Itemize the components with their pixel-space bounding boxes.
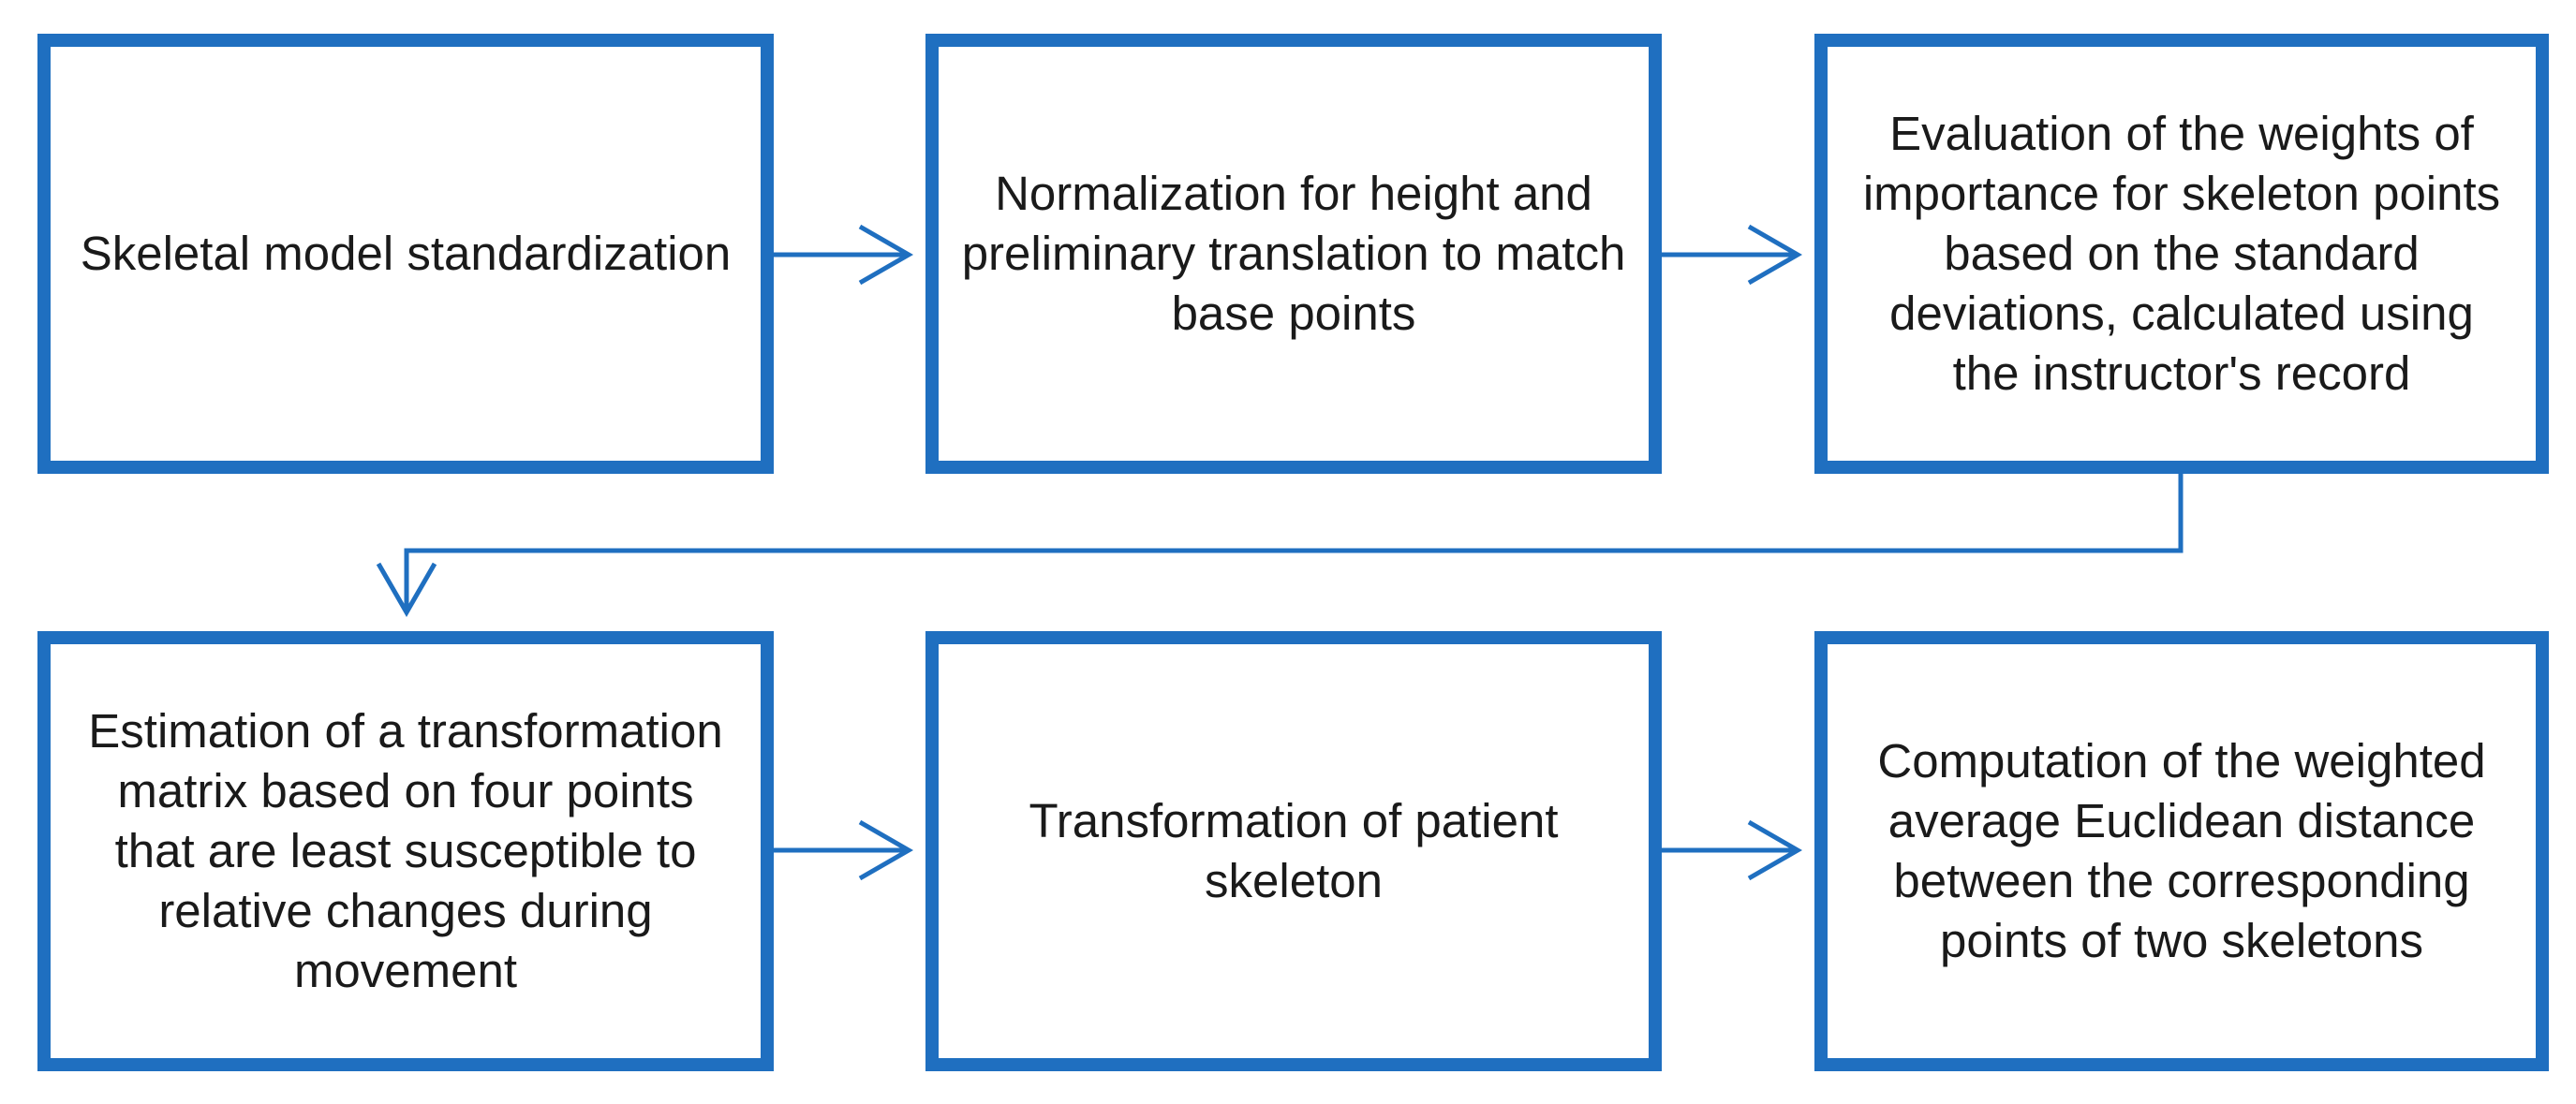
step-3-box: Evaluation of the weights of importance … [1814,34,2549,474]
arrow-step3-to-step4 [376,474,2184,618]
step-5-label: Transformation of patient skeleton [1029,794,1559,907]
arrow-step2-to-step3 [1662,224,1803,286]
step-4-box: Estimation of a transformation matrix ba… [37,631,774,1071]
step-1-label: Skeletal model standardization [80,227,732,280]
step-4-label: Estimation of a transformation matrix ba… [88,704,723,997]
step-1-box: Skeletal model standardization [37,34,774,474]
arrow-step1-to-step2 [774,224,914,286]
step-6-box: Computation of the weighted average Eucl… [1814,631,2549,1071]
step-6-label: Computation of the weighted average Eucl… [1877,734,2486,967]
step-5-box: Transformation of patient skeleton [925,631,1662,1071]
arrow-step5-to-step6 [1662,819,1803,881]
step-2-box: Normalization for height and preliminary… [925,34,1662,474]
step-2-label: Normalization for height and preliminary… [961,167,1626,340]
arrow-step4-to-step5 [774,819,914,881]
step-3-label: Evaluation of the weights of importance … [1862,107,2501,400]
